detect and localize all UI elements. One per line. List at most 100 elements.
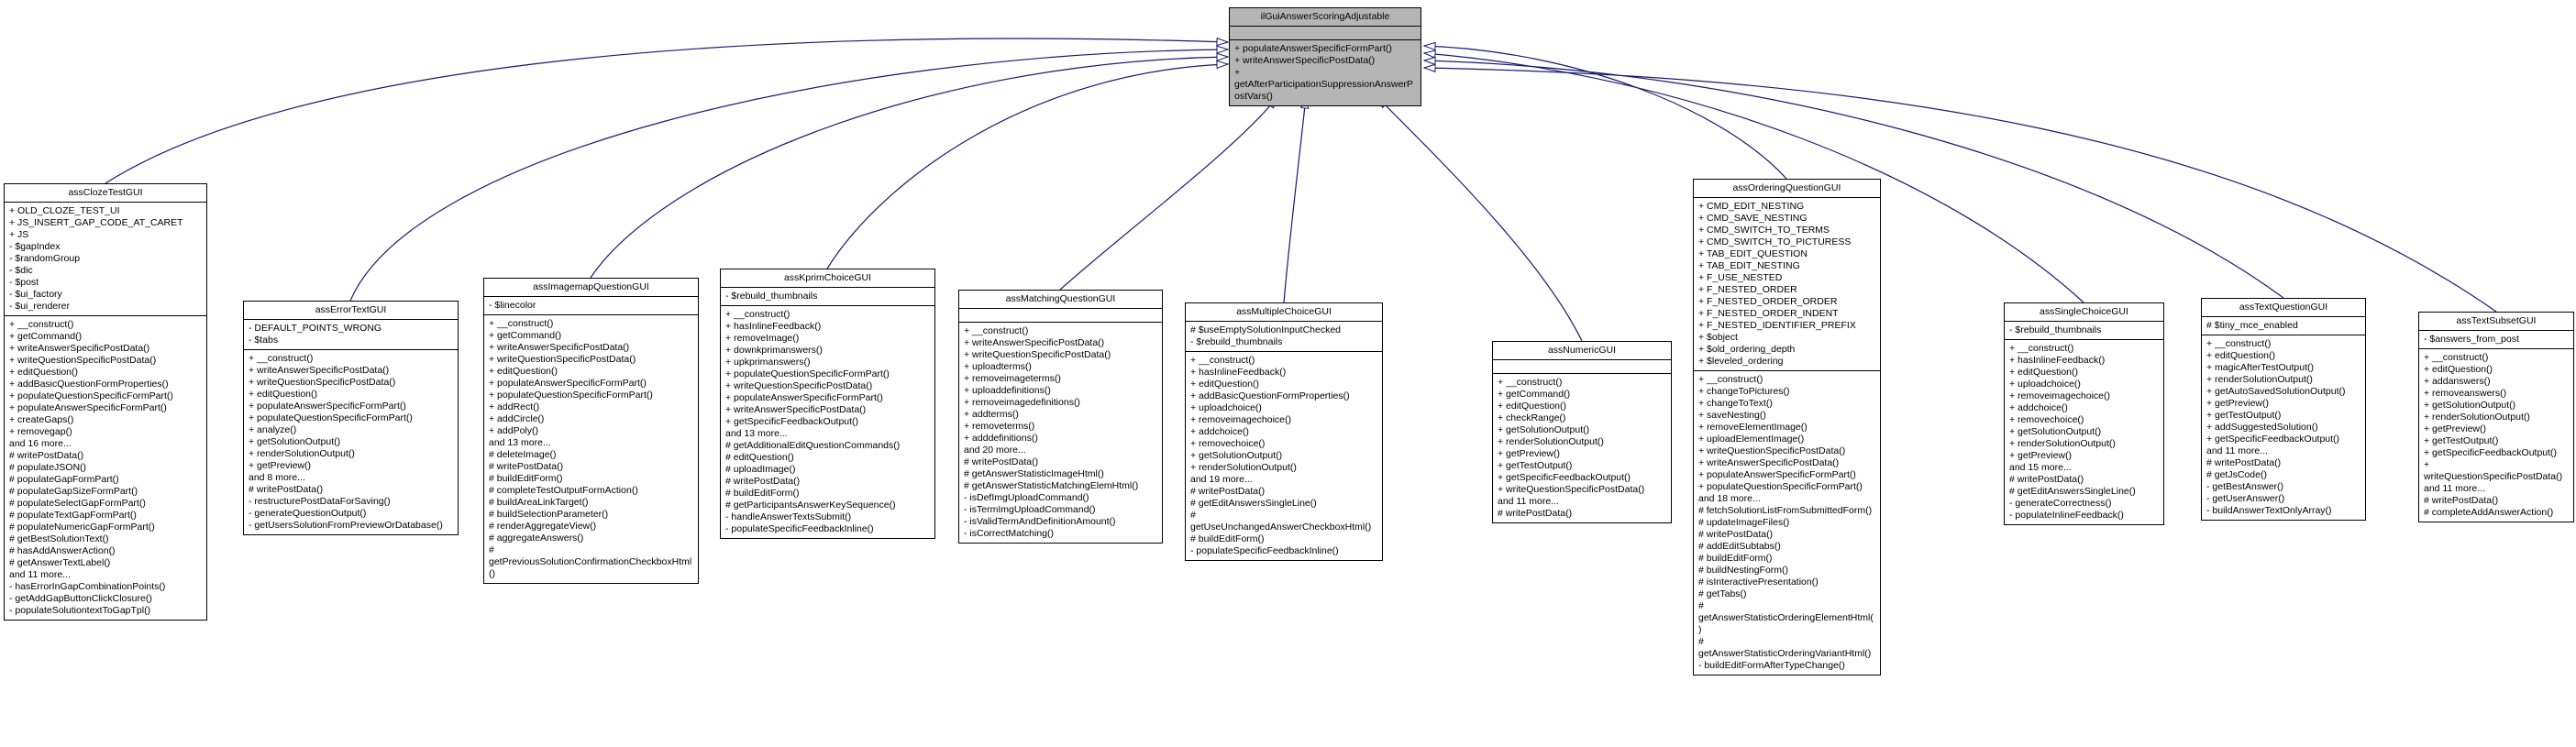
class-member: + writeAnswerSpecificPostData() (725, 404, 867, 415)
class-member: # $tiny_mce_enabled (2206, 320, 2298, 331)
class-member: + renderSolutionOutput() (1190, 462, 1297, 473)
class-box-assMatchingQuestionGUI[interactable]: assMatchingQuestionGUI + __construct()+ … (958, 290, 1163, 544)
class-member: + JS (9, 229, 29, 240)
class-member: + removeimagechoice() (2009, 390, 2111, 401)
class-box-assKprimChoiceGUI[interactable]: assKprimChoiceGUI - $rebuild_thumbnails … (720, 269, 935, 539)
class-member: + __construct() (1498, 377, 1563, 388)
inheritance-edge (590, 57, 1228, 279)
class-member: + __construct() (2009, 343, 2074, 354)
class-box-assTextSubsetGUI[interactable]: assTextSubsetGUI - $answers_from_post + … (2418, 312, 2574, 522)
class-member: and 15 more... (2009, 462, 2072, 473)
class-member: + JS_INSERT_GAP_CODE_AT_CARET (9, 217, 183, 228)
class-member: + changeToPictures() (1698, 386, 1790, 397)
class-box-assImagemapQuestionGUI[interactable]: assImagemapQuestionGUI - $linecolor + __… (483, 278, 699, 584)
class-member: + getSpecificFeedbackOutput() (2206, 434, 2340, 445)
class-member: + downkprimanswers() (725, 345, 823, 356)
class-member: + writeQuestionSpecificPostData() (9, 355, 157, 366)
class-member: + getCommand() (489, 330, 562, 341)
class-member: # getAnswerStatisticOrderingElementHtml(… (1698, 600, 1874, 635)
class-methods: + __construct()+ writeAnswerSpecificPost… (244, 350, 458, 534)
class-member: + populateAnswerSpecificFormPart() (1234, 43, 1392, 54)
class-member: + writeQuestionSpecificPostData() (2424, 459, 2563, 482)
class-member: and 11 more... (2424, 483, 2485, 494)
class-member: + addRect() (489, 401, 540, 412)
class-member: + populateQuestionSpecificFormPart() (725, 368, 890, 379)
class-member: + populateAnswerSpecificFormPart() (725, 392, 883, 403)
class-member: - generateQuestionOutput() (249, 508, 367, 519)
class-box-assMultipleChoiceGUI[interactable]: assMultipleChoiceGUI # $useEmptySolution… (1185, 302, 1383, 561)
class-attributes: - $rebuild_thumbnails (2005, 322, 2163, 340)
class-member: + TAB_EDIT_NESTING (1698, 260, 1800, 271)
class-member: # writePostData() (1698, 529, 1774, 540)
class-member: + renderSolutionOutput() (2009, 438, 2116, 449)
class-box-assClozeTestGUI[interactable]: assClozeTestGUI + OLD_CLOZE_TEST_UI+ JS_… (4, 183, 207, 621)
class-attributes (1493, 360, 1671, 374)
class-member: + getCommand() (1498, 389, 1571, 400)
class-member: + hasInlineFeedback() (2009, 355, 2106, 366)
class-member: # getAnswerStatisticImageHtml() (964, 468, 1104, 479)
class-member: + getPreview() (2009, 450, 2072, 461)
class-attributes: + OLD_CLOZE_TEST_UI+ JS_INSERT_GAP_CODE_… (5, 203, 206, 316)
class-member: - getAddGapButtonClickClosure() (9, 593, 152, 604)
class-box-assTextQuestionGUI[interactable]: assTextQuestionGUI # $tiny_mce_enabled +… (2201, 298, 2366, 521)
class-methods: + __construct()+ hasInlineFeedback()+ ed… (1186, 352, 1382, 560)
class-box-assErrorTextGUI[interactable]: assErrorTextGUI - DEFAULT_POINTS_WRONG- … (243, 301, 459, 535)
class-member: and 19 more... (1190, 474, 1253, 485)
class-member: + addchoice() (2009, 402, 2068, 413)
class-member: # getAnswerStatisticMatchingElemHtml() (964, 480, 1139, 491)
class-member: + F_NESTED_ORDER (1698, 284, 1797, 295)
class-member: + CMD_EDIT_NESTING (1698, 201, 1805, 212)
class-member: # buildSelectionParameter() (489, 509, 609, 520)
class-member: + TAB_EDIT_QUESTION (1698, 248, 1808, 259)
class-member: - $randomGroup (9, 253, 81, 264)
class-member: + removeElementImage() (1698, 422, 1808, 433)
class-member: + changeToText() (1698, 398, 1773, 409)
class-member: # buildEditForm() (1698, 553, 1773, 564)
class-box-assNumericGUI[interactable]: assNumericGUI + __construct()+ getComman… (1492, 341, 1672, 523)
class-box-assSingleChoiceGUI[interactable]: assSingleChoiceGUI - $rebuild_thumbnails… (2004, 302, 2164, 525)
class-methods: + populateAnswerSpecificFormPart()+ writ… (1230, 40, 1421, 105)
class-member: + __construct() (9, 319, 74, 330)
class-member: + upkprimanswers() (725, 357, 811, 368)
class-member: + editQuestion() (1498, 401, 1566, 412)
class-member: + writeAnswerSpecificPostData() (1234, 55, 1376, 66)
class-member: # buildEditForm() (725, 488, 800, 499)
inheritance-edge (1377, 97, 1583, 342)
class-attributes: - $rebuild_thumbnails (721, 288, 934, 306)
class-member: + writeQuestionSpecificPostData() (1698, 445, 1846, 456)
class-member: + getPreview() (1498, 448, 1560, 459)
class-member: + uploaddefinitions() (964, 385, 1051, 396)
class-member: + getAutoSavedSolutionOutput() (2206, 386, 2346, 397)
class-member: + renderSolutionOutput() (2424, 412, 2530, 423)
class-member: - populateSpecificFeedbackInline() (1190, 545, 1339, 556)
class-attributes (1230, 27, 1421, 40)
class-member: # aggregateAnswers() (489, 533, 584, 544)
class-member: - $rebuild_thumbnails (1190, 336, 1283, 347)
class-member: + __construct() (2424, 352, 2489, 363)
class-member: + __construct() (2206, 338, 2272, 349)
class-title: assTextSubsetGUI (2419, 313, 2573, 331)
class-member: + writeQuestionSpecificPostData() (1498, 484, 1645, 495)
class-member: # getTabs() (1698, 588, 1747, 599)
class-member: and 8 more... (249, 472, 305, 483)
class-title: assClozeTestGUI (5, 184, 206, 203)
class-member: - DEFAULT_POINTS_WRONG (249, 323, 382, 334)
class-box-assOrderingQuestionGUI[interactable]: assOrderingQuestionGUI + CMD_EDIT_NESTIN… (1693, 179, 1881, 676)
class-member: # getBestSolutionText() (9, 533, 109, 544)
class-member: - $rebuild_thumbnails (725, 291, 818, 302)
class-title: assKprimChoiceGUI (721, 269, 934, 288)
class-member: - isTermImgUploadCommand() (964, 504, 1096, 515)
class-member: + getSolutionOutput() (2009, 426, 2102, 437)
class-box-ilGuiAnswerScoringAdjustable[interactable]: ilGuiAnswerScoringAdjustable + populateA… (1229, 7, 1421, 106)
class-member: + getPreview() (249, 460, 311, 471)
class-member: + uploadElementImage() (1698, 434, 1805, 445)
class-title: assOrderingQuestionGUI (1694, 180, 1880, 198)
inheritance-edge (1059, 97, 1277, 291)
class-member: - getUsersSolutionFromPreviewOrDatabase(… (249, 520, 443, 531)
class-member: + writeAnswerSpecificPostData() (1698, 457, 1840, 468)
class-member: + populateAnswerSpecificFormPart() (249, 401, 406, 412)
class-member: + addSuggestedSolution() (2206, 422, 2318, 433)
class-member: - getBestAnswer() (2206, 481, 2284, 492)
class-member: # buildAreaLinkTarget() (489, 497, 589, 508)
class-methods: + __construct()+ getCommand()+ writeAnsw… (5, 316, 206, 620)
